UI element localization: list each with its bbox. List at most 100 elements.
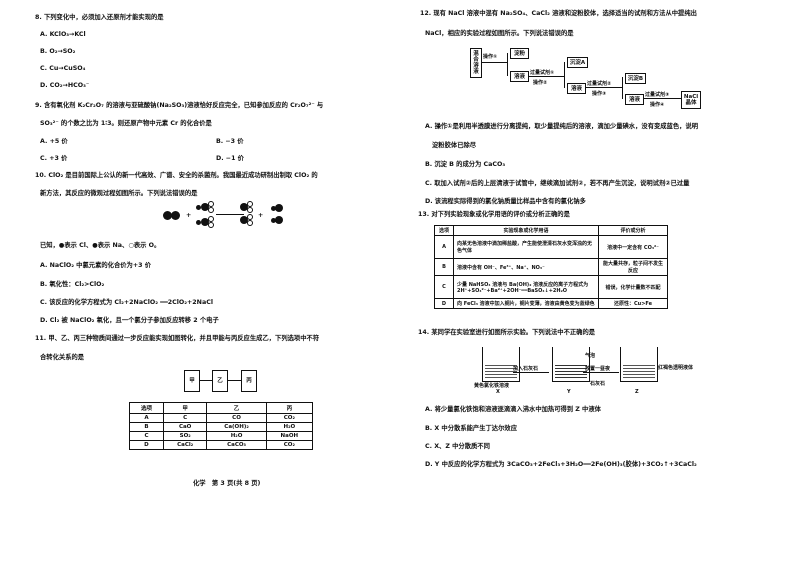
q12-stem-2: NaCl，相应的实验过程如图所示。下列说法错误的是 [425,30,574,37]
cell: B [129,422,164,432]
plus-sign: + [186,212,192,219]
reaction-arrow [216,214,244,215]
beaker-z-icon [620,347,658,382]
cell: CaCl₂ [162,440,208,450]
na-atom-icon [196,220,201,225]
q8-option-d: D. CO₂→HCO₃⁻ [40,82,90,89]
header-cell: 丙 [265,402,314,414]
q9-option-d: D. −1 价 [216,155,244,162]
limestone-label: 石灰石 [590,381,606,387]
q8-option-a: A. KClO₃→KCl [40,31,86,38]
beaker-x-icon [482,347,520,382]
q8-stem: 8. 下列变化中，必须加入还原剂才能实现的是 [35,14,164,21]
cell: NaOH [265,431,314,441]
cell: B [434,258,454,276]
cell: SO₂ [162,431,208,441]
flow-reagent-3: 过量试剂③ [645,92,670,98]
arrow-1 [513,372,549,373]
q10-stem-2: 新方法，其反应的微观过程如图所示。下列说法错误的是 [40,190,198,197]
o-atom-icon [247,220,253,226]
cell: CaCO₃ [206,440,267,450]
cell: C [129,431,164,441]
q10-option-c: C. 该反应的化学方程式为 Cl₂+2NaClO₂ ══2ClO₂+2NaCl [40,299,213,306]
q14-option-d: D. Y 中反应的化学方程式为 3CaCO₃+2FeCl₃+3H₂O══2Fe(… [425,461,697,468]
cell: H₂O [206,431,267,441]
q10-legend: 已知，●表示 Cl、●表示 Na、○表示 O。 [40,242,161,249]
q10-option-a: A. NaClO₂ 中氯元素的化合价为+3 价 [40,262,151,269]
flow-reagent-2: 过量试剂② [587,81,612,87]
q14-option-c: C. X、Z 中分散质不同 [425,443,490,450]
cell: CO₂ [265,413,314,423]
q10-option-d: D. Cl₂ 被 NaClO₂ 氧化，且一个氯分子参加反应转移 2 个电子 [40,317,219,324]
q11-stem-1: 11. 甲、乙、丙三种物质间通过一步反应能实现如图转化，并且甲能与丙反应生成乙，… [35,335,320,342]
flow-op3: 操作③ [592,91,607,97]
q12-option-a: A. 操作①是利用半透膜进行分离提纯，取少量提纯后的溶液，滴加少量碘水，没有变成… [425,123,699,130]
o-atom-icon [208,207,214,213]
beaker-y-icon [552,347,590,382]
cl-atom-icon [275,216,283,224]
flow-line [564,62,565,88]
flow-box-bing: 丙 [241,370,257,392]
cl-atom-icon [275,204,283,212]
o-atom-icon [247,207,253,213]
cell: 少量 NaHSO₄ 溶液与 Ba(OH)₂ 溶液反应的离子方程式为 2H⁺+SO… [453,275,599,299]
cell: CO₂ [265,440,314,450]
header-cell: 评价或分析 [598,225,668,236]
header-cell: 选项 [434,225,454,236]
o-atom-icon [247,201,253,207]
cell: C [434,275,454,299]
q10-stem-1: 10. ClO₂ 是目前国际上公认的新一代高效、广谱、安全的杀菌剂。我国最近成功… [35,172,318,179]
q12-option-a-cont: 淀粉胶体已除尽 [432,142,477,149]
q9-option-a: A. +5 价 [40,138,68,145]
flow-starch: 淀粉 [510,48,529,59]
q9-option-b: B. −3 价 [216,138,244,145]
na-atom-icon [196,205,201,210]
cell: A [434,235,454,259]
flow-line [481,62,507,63]
flow-precipitate-b: 沉淀B [625,73,646,84]
flow-start: 混合溶液 [470,48,482,78]
flow-filtrate-3: 溶液 [625,94,644,105]
q13-stem: 13. 对下列实验现象或化学用语的评价或分析正确的是 [418,211,570,218]
beaker-y-label: Y [567,389,571,395]
gas-bubbles-label: 气泡 [585,353,596,359]
q10-option-b: B. 氧化性：Cl₂>ClO₂ [40,281,105,288]
cell: 能大量共存，粒子间不发生反应 [598,258,668,276]
cell: H₂O [265,422,314,432]
flow-arrow [199,380,212,381]
q12-stem-1: 12. 现有 NaCl 溶液中混有 Na₂SO₄、CaCl₂ 溶液和淀粉胶体，选… [420,10,697,17]
plus-sign: + [258,212,264,219]
q8-option-c: C. Cu→CuSO₄ [40,65,86,72]
flow-precipitate-a: 沉淀A [567,57,588,68]
flow-box-jia: 甲 [184,370,200,392]
flow-filtrate-2: 溶液 [567,83,586,94]
cl-atom-icon [201,203,209,211]
q9-stem-2: SO₃²⁻ 的个数之比为 1∶3。则还原产物中元素 Cr 的化合价是 [40,120,212,127]
z-liquid-label: 红褐色透明液体 [658,365,694,371]
flow-reagent-1: 过量试剂① [530,70,555,76]
q14-option-a: A. 将少量氯化铁饱和溶液逐滴滴入沸水中加热可得到 Z 中液体 [425,406,601,413]
cl-atom-icon [171,211,180,220]
flow-line [585,87,622,88]
cell: C [162,413,208,423]
page-footer: 化学 第 3 页(共 8 页) [193,480,261,487]
cell: 向某无色溶液中滴加稀盐酸，产生能使澄清石灰水变浑浊的无色气体 [453,235,599,259]
flow-line [622,77,623,99]
arrow-1-label: 加入石灰石 [513,366,539,372]
cl-atom-icon [201,218,209,226]
table-header-row: 选项实验现象或化学用语评价或分析 [434,225,668,236]
header-cell: 乙 [206,402,267,414]
q12-option-d: D. 该流程实际得到的氯化钠质量比样品中含有的氯化钠多 [425,198,586,205]
x-solution-label: 黄色氯化铁溶液 [474,383,510,389]
q8-option-b: B. O₂→SO₂ [40,48,76,55]
cell: 还原性：Cu>Fe [598,298,668,309]
